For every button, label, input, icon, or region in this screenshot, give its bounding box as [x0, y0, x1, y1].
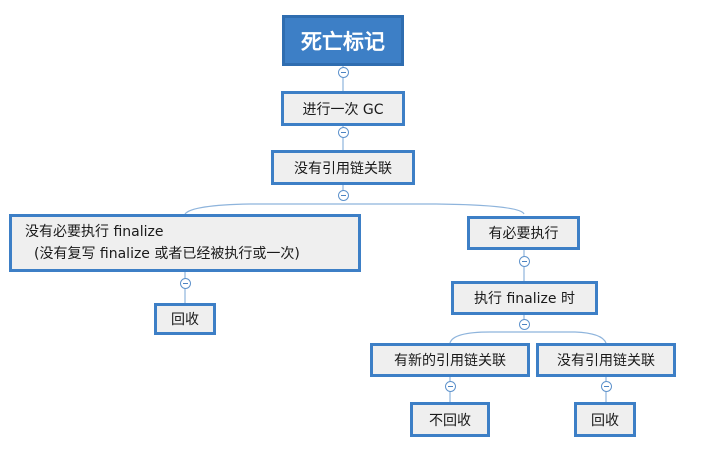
- node-no-finalize-line1: 没有必要执行 finalize: [25, 224, 164, 240]
- node-gc-step[interactable]: 进行一次 GC: [281, 91, 405, 126]
- node-needs-finalize[interactable]: 有必要执行: [467, 216, 580, 250]
- connector-noref-branches: [184, 185, 525, 215]
- node-needs-finalize-label: 有必要执行: [488, 226, 559, 242]
- node-reclaim-right-label: 回收: [591, 412, 619, 429]
- node-reclaim-right[interactable]: 回收: [574, 402, 636, 437]
- node-no-ref-chain-2-label: 没有引用链关联: [557, 353, 655, 369]
- connector-exec-branches: [449, 315, 607, 344]
- collapse-toggle-icon[interactable]: [338, 67, 349, 78]
- collapse-toggle-icon[interactable]: [519, 319, 530, 330]
- node-no-ref-chain-2[interactable]: 没有引用链关联: [536, 343, 676, 377]
- node-no-ref-chain[interactable]: 没有引用链关联: [271, 150, 415, 185]
- node-no-finalize-needed[interactable]: 没有必要执行 finalize (没有复写 finalize 或者已经被执行或一…: [9, 214, 361, 272]
- node-new-ref-chain-label: 有新的引用链关联: [394, 353, 506, 369]
- node-no-ref-chain-label: 没有引用链关联: [294, 160, 392, 177]
- node-no-finalize-line2: (没有复写 finalize 或者已经被执行或一次): [34, 246, 300, 262]
- collapse-toggle-icon[interactable]: [338, 190, 349, 201]
- node-not-reclaim-label: 不回收: [429, 412, 471, 429]
- node-reclaim-left[interactable]: 回收: [154, 303, 216, 335]
- collapse-toggle-icon[interactable]: [338, 127, 349, 138]
- node-reclaim-left-label: 回收: [171, 312, 199, 328]
- collapse-toggle-icon[interactable]: [519, 256, 530, 267]
- node-exec-finalize-label: 执行 finalize 时: [474, 291, 575, 307]
- node-new-ref-chain[interactable]: 有新的引用链关联: [370, 343, 530, 377]
- root-node-label: 死亡标记: [301, 29, 385, 54]
- collapse-toggle-icon[interactable]: [601, 381, 612, 392]
- root-node-death-mark[interactable]: 死亡标记: [282, 15, 404, 66]
- node-gc-step-label: 进行一次 GC: [302, 101, 384, 118]
- node-exec-finalize[interactable]: 执行 finalize 时: [451, 281, 598, 315]
- collapse-toggle-icon[interactable]: [445, 381, 456, 392]
- node-not-reclaim[interactable]: 不回收: [410, 402, 490, 437]
- collapse-toggle-icon[interactable]: [180, 278, 191, 289]
